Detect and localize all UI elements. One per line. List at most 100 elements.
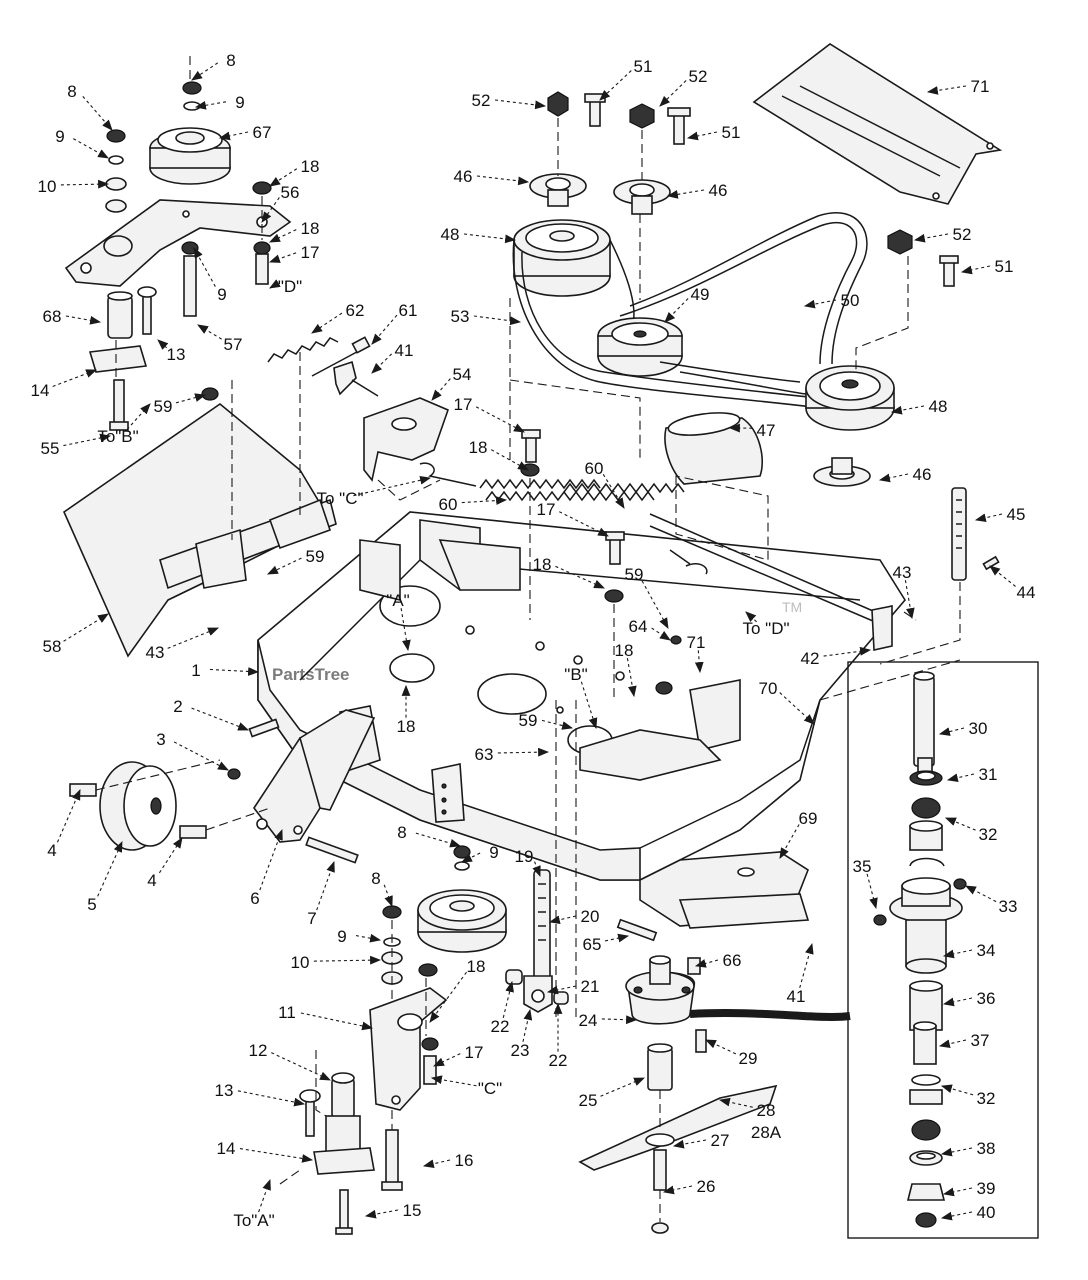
callout-label: 48 <box>441 225 460 244</box>
callout-leader <box>261 197 280 223</box>
callout-label: 45 <box>1007 505 1026 524</box>
callout-leader <box>944 817 976 831</box>
callout-leader <box>686 131 718 141</box>
callout-leader <box>604 933 630 943</box>
callout-label: 34 <box>977 941 996 960</box>
callout-leader <box>974 513 1003 523</box>
callout-label: 6 <box>250 889 259 908</box>
callout-label: 26 <box>697 1177 716 1196</box>
callout-leader <box>666 189 705 199</box>
callout-leader <box>779 824 800 859</box>
callout-leader <box>461 496 508 505</box>
callout-label: 60 <box>439 495 458 514</box>
adjust-rod-right <box>649 487 1000 701</box>
callout-label: 5 <box>87 895 96 914</box>
callout-label: 50 <box>841 291 860 310</box>
callout-leader <box>664 298 689 323</box>
callout-label: 52 <box>472 91 491 110</box>
callout-label: 15 <box>403 1201 422 1220</box>
callout-leader <box>651 627 671 641</box>
callout-label: 19 <box>515 847 534 866</box>
belt-guard <box>752 43 1003 205</box>
callout-leader <box>705 1039 737 1055</box>
callout-label: "C" <box>478 1079 502 1098</box>
callout-label: 18 <box>615 641 634 660</box>
watermark-text: PartsTree <box>272 665 350 684</box>
adjust-rod-lower <box>505 869 701 1013</box>
callout-label: 29 <box>739 1049 758 1068</box>
callout-leader <box>823 646 872 657</box>
callout-leader <box>237 1090 306 1107</box>
watermark: PartsTree TM <box>272 599 802 684</box>
callout-label: 52 <box>953 225 972 244</box>
callout-label: "B" <box>564 665 587 684</box>
callout-label: 33 <box>999 897 1018 916</box>
callout-label: 8 <box>397 823 406 842</box>
callout-leader <box>429 971 467 1023</box>
gauge-wheel-assembly <box>69 709 376 864</box>
callout-label: 9 <box>235 93 244 112</box>
callout-label: 46 <box>913 465 932 484</box>
callout-leader <box>400 608 411 652</box>
callout-leader <box>938 727 965 736</box>
callout-leader <box>73 138 109 159</box>
callout-leader <box>197 324 222 340</box>
callout-label: 60 <box>585 459 604 478</box>
callout-leader <box>97 840 123 897</box>
idler-roller <box>664 412 769 561</box>
callout-leader <box>490 449 529 471</box>
callout-label: 7 <box>307 909 316 928</box>
callout-label: 9 <box>489 843 498 862</box>
callout-label: 38 <box>977 1139 996 1158</box>
callout-label: 63 <box>475 745 494 764</box>
callout-leader <box>415 832 462 848</box>
callout-label: 4 <box>147 871 156 890</box>
callout-label: 14 <box>31 381 50 400</box>
callout-leader <box>193 247 216 287</box>
callout-leader <box>641 580 669 629</box>
callout-label: "A" <box>386 591 409 610</box>
callout-leader <box>269 229 297 243</box>
callout-label: 54 <box>453 365 472 384</box>
callout-label: 9 <box>337 927 346 946</box>
callout-leader <box>56 788 81 843</box>
callout-label: 51 <box>722 123 741 142</box>
callout-label: 24 <box>579 1011 598 1030</box>
callout-leader <box>940 1147 973 1157</box>
callout-leader <box>463 233 517 244</box>
callout-leader <box>694 650 704 674</box>
callout-leader <box>371 353 393 374</box>
callout-leader <box>355 933 382 943</box>
callout-label: 18 <box>301 219 320 238</box>
callout-label: 14 <box>217 1139 236 1158</box>
callout-leader <box>942 997 973 1007</box>
callout-leader <box>218 131 249 141</box>
callout-label: 64 <box>629 617 648 636</box>
callout-leader <box>65 315 102 325</box>
callout-leader <box>965 885 997 903</box>
callout-leader <box>580 681 598 730</box>
callout-label: 68 <box>43 307 62 326</box>
callout-label: 32 <box>979 825 998 844</box>
callout-label: 51 <box>995 257 1014 276</box>
callout-leader <box>269 168 298 187</box>
callout-label: 4 <box>47 841 56 860</box>
callout-label: 1 <box>191 661 200 680</box>
callout-leader <box>602 474 625 509</box>
callout-leader <box>313 955 382 965</box>
callout-label: 39 <box>977 1179 996 1198</box>
callout-label: 23 <box>511 1041 530 1060</box>
callout-leader <box>926 85 967 95</box>
callout-leader <box>960 265 991 275</box>
callout-leader <box>946 773 975 783</box>
callout-leader <box>745 611 757 623</box>
callout-leader <box>430 1075 477 1087</box>
callout-leader <box>353 475 432 497</box>
callout-leader <box>173 741 229 771</box>
callout-label: 3 <box>156 730 165 749</box>
callout-label: 12 <box>249 1041 268 1060</box>
callout-leader <box>938 1039 967 1049</box>
callout-leader <box>371 314 398 345</box>
callout-label: 69 <box>799 809 818 828</box>
